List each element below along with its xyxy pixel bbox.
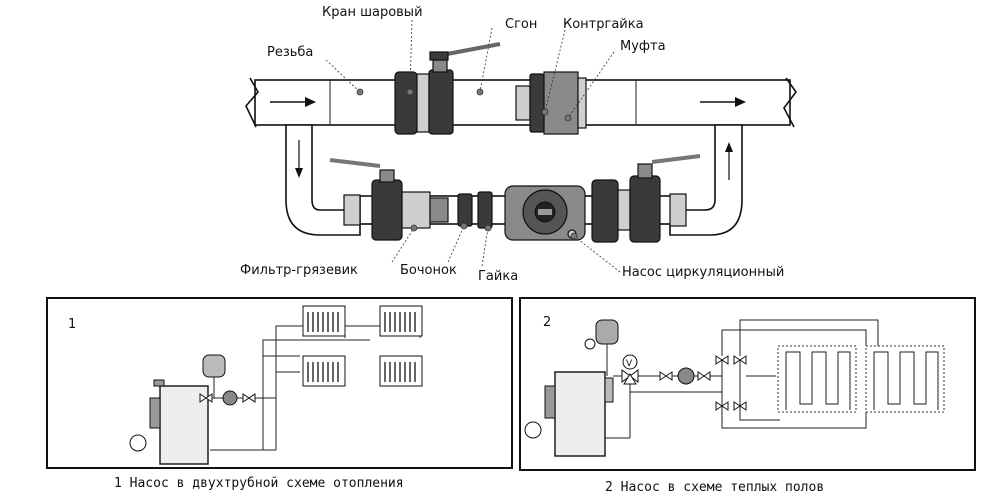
label-thread: Резьба	[267, 45, 313, 60]
panel-1-number: 1	[68, 317, 76, 332]
valve-icon	[199, 393, 213, 403]
pressure-gauge-icon	[584, 338, 596, 350]
label-barrel: Бочонок	[400, 263, 457, 278]
boiler-icon	[129, 379, 209, 465]
valve-icon	[715, 355, 729, 365]
valve-icon	[733, 355, 747, 365]
valve-icon	[242, 393, 256, 403]
label-sgon: Сгон	[505, 17, 537, 32]
flow-arrow-in-icon	[270, 97, 316, 107]
panel-2-underfloor-heating: 2 V	[519, 297, 976, 471]
left-bypass-valve	[329, 158, 403, 241]
expansion-tank-icon	[595, 319, 619, 376]
main-sgon-assembly	[515, 71, 587, 135]
right-bypass-valve	[591, 154, 701, 243]
valve-icon	[733, 401, 747, 411]
label-pump: Насос циркуляционный	[622, 265, 784, 280]
main-ball-valve	[394, 42, 501, 135]
label-ball-valve: Кран шаровый	[322, 5, 423, 20]
panel-1-caption: 1 Насос в двухтрубной схеме отопления	[114, 476, 404, 491]
boiler-icon	[524, 371, 614, 457]
panel-1-two-pipe-heating: 1	[46, 297, 513, 469]
radiator-icon	[379, 355, 423, 387]
radiator-icon	[302, 305, 346, 337]
expansion-tank-icon	[202, 354, 226, 398]
label-mud-filter: Фильтр-грязевик	[240, 263, 358, 278]
valve-icon	[715, 401, 729, 411]
valve-icon	[659, 371, 673, 381]
circulation-pump	[504, 185, 586, 241]
bypass-arrow-up-icon	[725, 142, 733, 180]
mixing-valve-mark: V	[626, 359, 633, 369]
label-locknut: Контргайка	[563, 17, 644, 32]
pump-icon	[222, 390, 238, 406]
union-nut	[477, 191, 493, 229]
pump-icon	[677, 367, 695, 385]
panel-2-number: 2	[543, 315, 551, 330]
flow-arrow-out-icon	[700, 97, 746, 107]
floor-loop-icon	[777, 345, 857, 413]
valve-icon	[697, 371, 711, 381]
radiator-icon	[302, 355, 346, 387]
mixing-valve-icon: V	[621, 354, 639, 385]
label-nut: Гайка	[478, 269, 518, 284]
radiator-icon	[379, 305, 423, 337]
barrel-nipple	[457, 193, 473, 227]
bypass-arrow-down-icon	[295, 140, 303, 178]
floor-loop-icon	[865, 345, 945, 413]
label-coupling: Муфта	[620, 39, 666, 54]
leader-lines	[325, 19, 621, 273]
panel-2-caption: 2 Насос в схеме теплых полов	[605, 480, 824, 495]
